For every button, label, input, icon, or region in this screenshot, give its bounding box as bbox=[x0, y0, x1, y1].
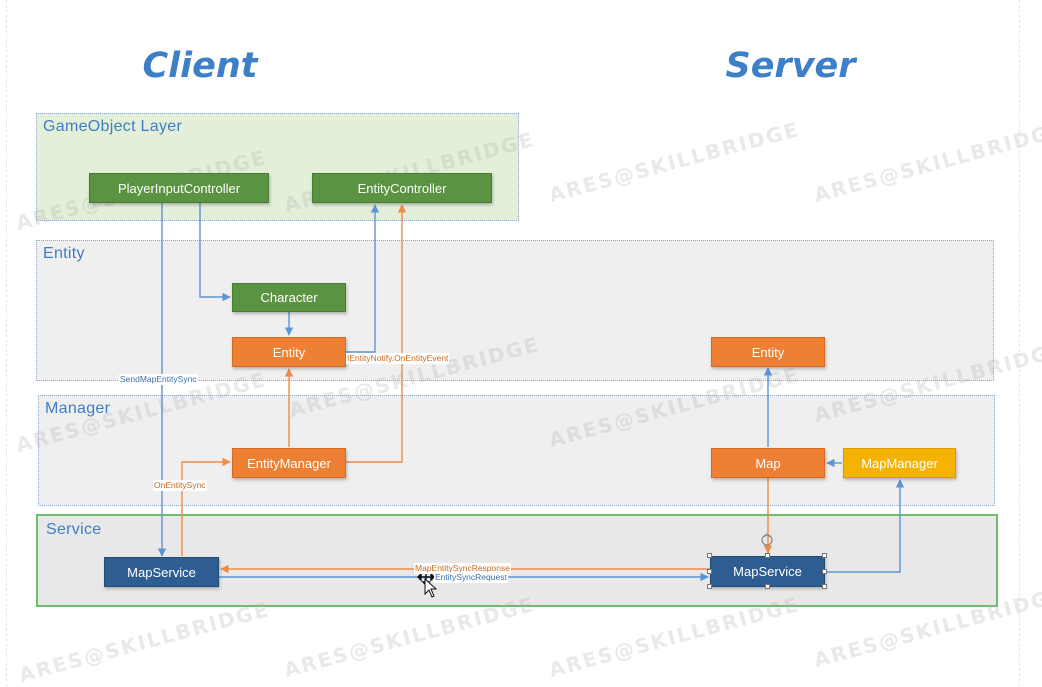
client-heading: Client bbox=[142, 46, 258, 86]
service-layer-label: Service bbox=[46, 521, 102, 538]
entity-manager-box[interactable]: EntityManager bbox=[232, 448, 346, 478]
entity-sync-request-label: EntitySyncRequest bbox=[434, 572, 508, 583]
selection-handle[interactable] bbox=[707, 553, 712, 558]
entity-notify-label: IEntityNotify.OnEntityEvent bbox=[346, 353, 450, 364]
input-to-character-line bbox=[199, 203, 231, 302]
gameobject-layer-label: GameObject Layer bbox=[43, 118, 183, 135]
server-heading: Server bbox=[725, 46, 856, 86]
character-box[interactable]: Character bbox=[232, 283, 346, 312]
selection-handle[interactable] bbox=[765, 584, 770, 589]
client-map-service-box[interactable]: MapService bbox=[104, 557, 219, 587]
pointer-cursor-icon bbox=[424, 577, 438, 598]
on-entity-sync-line bbox=[181, 457, 231, 556]
map-entity-sync-response-label: MapEntitySyncResponse bbox=[414, 563, 511, 574]
entity-notify-line bbox=[346, 204, 407, 463]
selection-handle[interactable] bbox=[707, 584, 712, 589]
send-map-entity-sync-label: SendMapEntitySync bbox=[119, 374, 198, 385]
map-manager-box[interactable]: MapManager bbox=[843, 448, 956, 478]
selection-handle[interactable] bbox=[822, 569, 827, 574]
selection-handle[interactable] bbox=[822, 553, 827, 558]
selection-handle[interactable] bbox=[822, 584, 827, 589]
on-entity-sync-label: OnEntitySync bbox=[153, 480, 207, 491]
selection-handle[interactable] bbox=[765, 553, 770, 558]
entity-layer-label: Entity bbox=[43, 245, 85, 262]
gameobject-layer: GameObject Layer bbox=[36, 113, 519, 221]
entity-controller-box[interactable]: EntityController bbox=[312, 173, 492, 203]
player-input-controller-box[interactable]: PlayerInputController bbox=[89, 173, 269, 203]
server-entity-box[interactable]: Entity bbox=[711, 337, 825, 367]
page-border bbox=[6, 0, 1020, 686]
map-box[interactable]: Map bbox=[711, 448, 825, 478]
selection-handle[interactable] bbox=[707, 569, 712, 574]
manager-layer-label: Manager bbox=[45, 400, 111, 417]
entity-layer: Entity bbox=[36, 240, 994, 381]
rotate-handle-icon bbox=[761, 533, 773, 546]
entity-to-controller-line bbox=[346, 204, 380, 353]
service-to-mapmanager-line bbox=[825, 479, 905, 573]
client-entity-box[interactable]: Entity bbox=[232, 337, 346, 367]
server-map-service-box[interactable]: MapService bbox=[710, 556, 825, 587]
